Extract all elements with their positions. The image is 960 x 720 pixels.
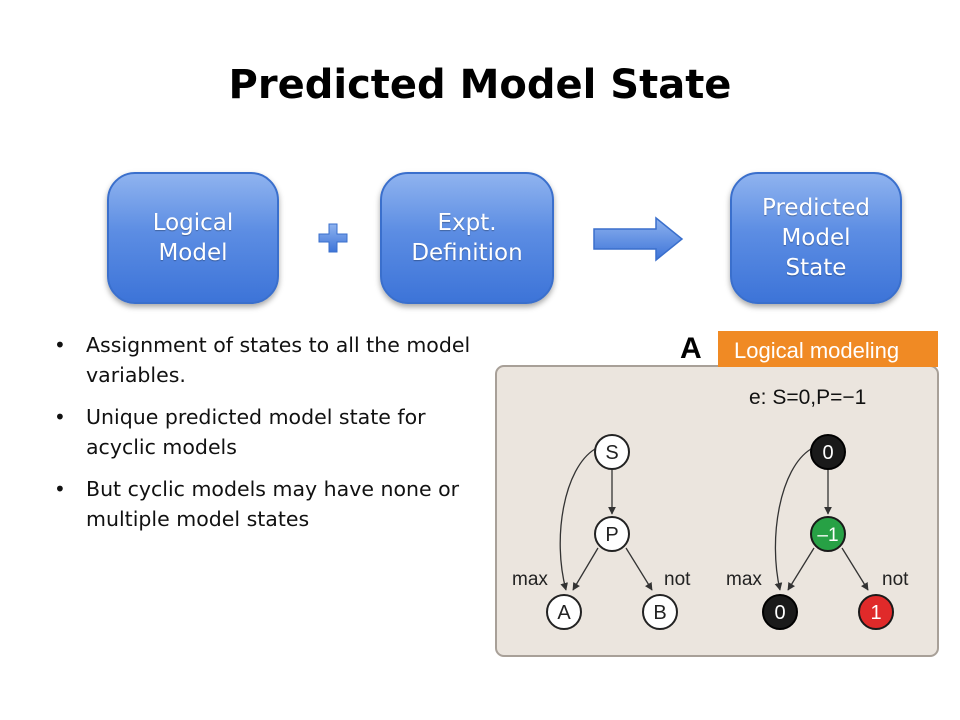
edge-p-a: [787, 547, 815, 591]
node-p-state-label: –1: [817, 525, 838, 546]
node-s-label: S: [605, 442, 618, 464]
edge-s-a: [559, 448, 596, 591]
panel-header-background: [718, 331, 938, 367]
experiment-label: e: S=0,P=−1: [749, 386, 866, 409]
node-p-state: [810, 516, 846, 552]
panel-letter: A: [680, 332, 702, 365]
edge-s-a: [774, 448, 812, 591]
plus-icon: [318, 223, 348, 253]
box-line: Expt.: [437, 210, 497, 236]
node-b: [642, 594, 678, 630]
right-graph: 0 –1 0 1 max not: [726, 434, 909, 630]
panel-header: Logical modeling: [734, 338, 899, 363]
box-line: Logical: [152, 210, 234, 236]
node-b-state: [858, 594, 894, 630]
list-item: • Assignment of states to all the model v…: [52, 330, 492, 390]
node-s: [594, 434, 630, 470]
edge-p-b: [625, 547, 653, 591]
node-a-state-label: 0: [774, 602, 785, 624]
logical-model-box: Logical Model: [107, 172, 279, 304]
edge-label-max: max: [512, 569, 548, 590]
bullet-text: But cyclic models may have none or multi…: [86, 477, 460, 531]
bullet-text: Unique predicted model state for acyclic…: [86, 405, 426, 459]
edge-p-b: [841, 547, 869, 591]
expt-definition-box: Expt. Definition: [380, 172, 554, 304]
node-s-state-label: 0: [822, 442, 833, 464]
bullet-text: Assignment of states to all the model va…: [86, 333, 471, 387]
node-p-label: P: [605, 524, 618, 546]
page-title: Predicted Model State: [228, 62, 732, 108]
predicted-model-state-box: Predicted Model State: [730, 172, 902, 304]
edge-label-max: max: [726, 569, 762, 590]
box-line: Model: [781, 225, 851, 251]
bullet-list: • Assignment of states to all the model v…: [52, 330, 492, 546]
node-b-state-label: 1: [870, 602, 881, 624]
edge-p-a: [572, 547, 599, 591]
left-graph: S P A B max not: [512, 434, 691, 630]
bullet-icon: •: [54, 333, 66, 357]
logical-modeling-figure: A Logical modeling e: S=0,P=−1 S P A B m…: [495, 331, 939, 657]
box-line: Predicted: [762, 195, 870, 221]
node-a-state: [762, 594, 798, 630]
node-p: [594, 516, 630, 552]
bullet-icon: •: [54, 405, 66, 429]
node-b-label: B: [653, 602, 666, 624]
box-line: State: [785, 255, 847, 281]
list-item: • Unique predicted model state for acycli…: [52, 402, 492, 462]
right-arrow-icon: [593, 216, 684, 262]
box-line: Definition: [411, 240, 523, 266]
edge-label-not: not: [882, 569, 909, 590]
edge-label-not: not: [664, 569, 691, 590]
node-a: [546, 594, 582, 630]
bullet-icon: •: [54, 477, 66, 501]
node-a-label: A: [557, 602, 571, 624]
box-line: Model: [158, 240, 228, 266]
node-s-state: [810, 434, 846, 470]
list-item: • But cyclic models may have none or mult…: [52, 474, 492, 534]
